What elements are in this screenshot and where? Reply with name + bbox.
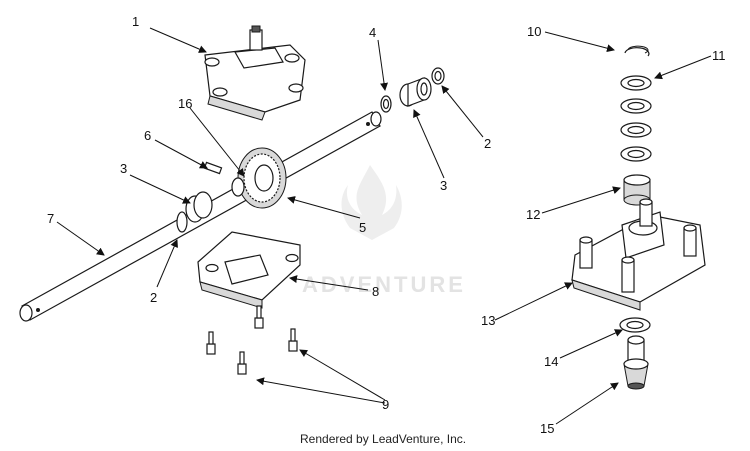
callout-14: 14 xyxy=(544,354,558,369)
callout-2: 2 xyxy=(484,136,491,151)
callout-2: 2 xyxy=(150,290,157,305)
callout-11: 11 xyxy=(712,48,726,63)
washer-stack xyxy=(620,75,652,162)
callout-9: 9 xyxy=(382,397,389,412)
callout-5: 5 xyxy=(359,220,366,235)
watermark-text: ADVENTURE xyxy=(302,272,466,297)
bevel-gear xyxy=(231,147,287,209)
callout-12: 12 xyxy=(526,207,540,222)
leader-lines xyxy=(56,27,712,425)
pinion-gear xyxy=(623,335,649,390)
pinion-washer xyxy=(619,317,651,333)
thrust-washer-small xyxy=(380,95,392,113)
cross-pin xyxy=(203,161,223,175)
bolt xyxy=(254,305,264,329)
bolt xyxy=(237,351,247,375)
callout-1: 1 xyxy=(132,14,139,29)
callout-16: 16 xyxy=(178,96,192,111)
gear-case xyxy=(571,198,706,311)
callout-10: 10 xyxy=(527,24,541,39)
callout-3: 3 xyxy=(120,161,127,176)
bolt xyxy=(206,331,216,355)
upper-housing-cover xyxy=(204,25,306,121)
callout-13: 13 xyxy=(481,313,495,328)
render-credit-caption: Rendered by LeadVenture, Inc. xyxy=(300,432,466,446)
retaining-ring xyxy=(624,45,650,57)
bolt xyxy=(288,328,298,352)
bushing xyxy=(399,77,432,107)
callout-3: 3 xyxy=(440,178,447,193)
callout-6: 6 xyxy=(144,128,151,143)
lower-housing xyxy=(197,231,301,309)
callout-8: 8 xyxy=(372,284,379,299)
thrust-washer xyxy=(431,67,445,85)
callout-7: 7 xyxy=(47,211,54,226)
callout-15: 15 xyxy=(540,421,554,436)
watermark-logo xyxy=(341,165,402,240)
callout-4: 4 xyxy=(369,25,376,40)
